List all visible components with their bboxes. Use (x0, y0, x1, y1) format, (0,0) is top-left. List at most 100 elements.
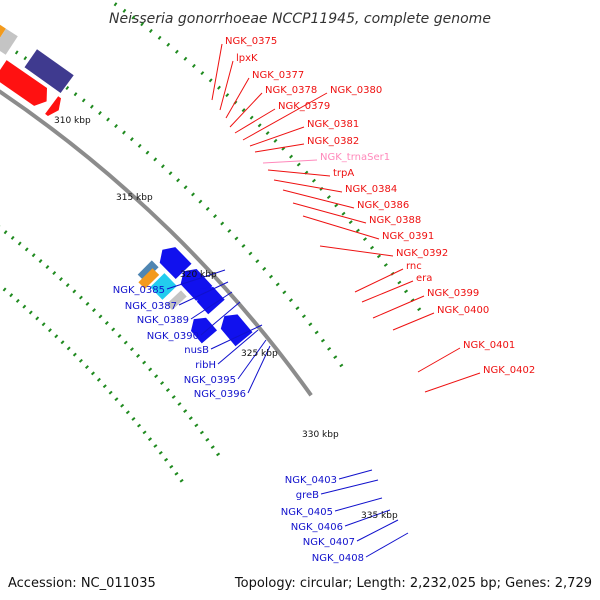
tick-mark (417, 307, 422, 312)
leader-line (417, 347, 461, 373)
gene-arrow-minus (138, 268, 160, 289)
tick-mark (10, 235, 15, 240)
tick-mark (147, 437, 153, 442)
leader-line (262, 159, 318, 164)
tick-mark (213, 214, 217, 219)
tick-mark (142, 430, 147, 435)
tick-mark (131, 417, 136, 421)
tick-mark (9, 293, 14, 298)
tick-mark (199, 430, 204, 435)
tick-mark (89, 104, 94, 109)
leader-line (372, 295, 425, 319)
tick-mark (148, 367, 153, 372)
gene-arrow-plus (45, 96, 61, 116)
tick-mark (273, 138, 278, 143)
tick-mark (117, 334, 122, 338)
backbone-circle (0, 89, 313, 397)
gene-arrow-minus (220, 314, 253, 347)
tick-marks (0, 2, 422, 483)
tick-mark (288, 298, 293, 303)
tick-mark (334, 203, 339, 208)
tick-mark (153, 444, 158, 448)
leader-line (267, 169, 331, 177)
tick-mark (114, 397, 119, 402)
leader-line (178, 281, 229, 306)
tick-mark (169, 464, 174, 469)
tick-mark (104, 320, 109, 325)
backbone (0, 89, 313, 397)
tick-mark (314, 330, 319, 335)
leader-line (356, 519, 399, 542)
tick-mark (311, 178, 316, 183)
tick-mark (179, 478, 184, 483)
tick-mark (2, 287, 7, 292)
tick-mark (125, 410, 130, 415)
leader-line (273, 179, 343, 193)
tick-mark (168, 171, 173, 176)
gene-arrow-minus (197, 286, 225, 315)
leader-line (237, 339, 267, 380)
tick-mark (308, 322, 313, 327)
gene-label-plus: NGK_0379 (278, 101, 330, 112)
tick-mark (154, 374, 159, 379)
gene-label-minus: nusB (184, 345, 209, 356)
gene-label-plus: NGK_0380 (330, 85, 382, 96)
tick-mark (96, 377, 101, 382)
tick-mark (122, 130, 126, 135)
gene-label-plus: NGK_0377 (252, 70, 304, 81)
tick-mark (137, 143, 142, 148)
leader-line (282, 189, 355, 209)
tick-mark (98, 111, 102, 116)
tick-mark (171, 395, 176, 399)
label-leaders (166, 43, 481, 558)
tick-mark (333, 355, 338, 359)
accession-text: Accession: NC_011035 (8, 576, 156, 591)
gene-arrow-minus (150, 273, 177, 300)
scale-label: 325 kbp (241, 349, 278, 359)
tick-mark (281, 146, 286, 151)
tick-mark (3, 230, 8, 235)
gene-label-plus: NGK_0392 (396, 248, 448, 259)
tick-mark (225, 93, 230, 98)
leader-line (166, 269, 226, 290)
tick-mark (142, 360, 147, 365)
tick-mark (129, 347, 134, 352)
tick-mark (108, 390, 113, 395)
leader-line (219, 60, 234, 111)
tick-mark (106, 117, 110, 122)
gene-label-minus: NGK_0407 (303, 537, 355, 548)
gene-arrow-minus (159, 247, 192, 279)
tick-mark (166, 42, 171, 47)
gene-arrow-plus (24, 49, 74, 93)
leader-line (190, 291, 233, 320)
gene-arrow-plus (0, 60, 47, 106)
tick-mark (205, 437, 210, 442)
tick-mark (24, 247, 29, 252)
tick-mark (160, 381, 165, 386)
tick-mark (153, 157, 158, 162)
tick-mark (111, 327, 116, 332)
tick-mark (326, 195, 331, 200)
gene-label-plus: NGK_0400 (437, 305, 489, 316)
tick-mark (296, 162, 301, 167)
tick-mark (65, 85, 70, 91)
tick-mark (15, 298, 20, 303)
tick-mark (78, 358, 83, 363)
tick-mark (22, 304, 27, 309)
gene-label-minus: NGK_0408 (312, 553, 364, 564)
leader-line (247, 345, 271, 394)
tick-mark (198, 199, 203, 204)
tick-mark (38, 259, 43, 264)
tick-mark (183, 409, 188, 413)
map-title: Neisseria gonorrhoeae NCCP11945, complet… (109, 11, 491, 27)
tick-mark (241, 243, 246, 248)
tick-mark (275, 282, 280, 287)
tick-mark (136, 353, 141, 358)
scale-label: 315 kbp (116, 193, 153, 203)
tick-mark (174, 49, 179, 54)
scale-label: 310 kbp (54, 116, 91, 126)
tick-mark (73, 92, 78, 97)
leader-line (292, 202, 367, 224)
